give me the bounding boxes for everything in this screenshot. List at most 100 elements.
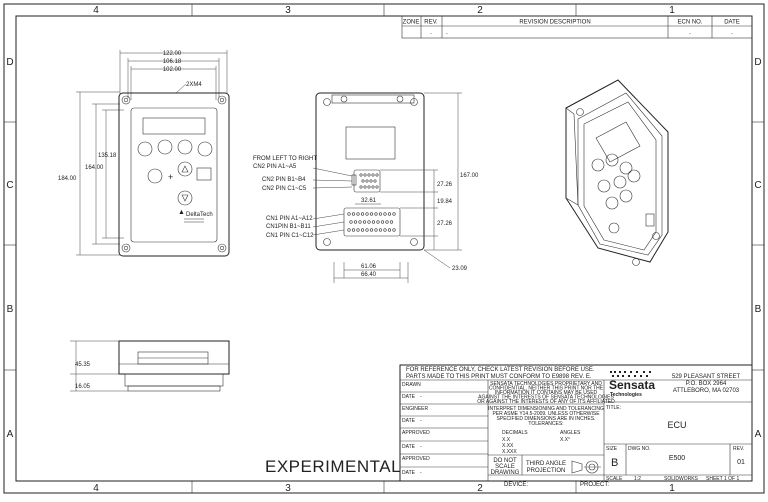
rev-cell-rev: - (430, 31, 432, 37)
decimals-label: DECIMALS (502, 430, 528, 436)
dim-width-106: 106.18 (163, 59, 182, 65)
back-label-cn1-c: CN1 PIN C1~C12 (266, 233, 314, 239)
rev-value: 01 (737, 459, 745, 466)
front-panel (130, 107, 218, 243)
zone-ticks (4, 4, 764, 493)
approved-2-label: APPROVED (402, 456, 430, 462)
rev-header-ecn: ECN NO. (677, 20, 702, 26)
delta-logo-icon: ▲ (178, 209, 185, 216)
company-sub: Technologies (610, 392, 642, 398)
tolerance-line-4: TOLERANCES: (528, 421, 563, 427)
zone-col-top-4: 1 (669, 5, 675, 16)
side-housing (118, 340, 230, 375)
iso-display (595, 121, 641, 163)
address-line-3: ATTLEBORO, MA 02703 (673, 388, 740, 394)
rev-header-zone: ZONE (403, 20, 420, 26)
dim-side-height: 45.35 (75, 362, 91, 368)
tolerance-line-1: INTERPRET DIMENSIONING AND TOLERANCING (488, 406, 604, 412)
zone-col-top-1: 4 (93, 5, 99, 16)
sheet-label: SHEET 1 OF 1 (706, 476, 739, 482)
front-button-3 (177, 139, 193, 155)
approved-1-date-label: DATE (402, 444, 416, 450)
zone-col-bottom-3: 2 (477, 483, 483, 494)
back-label-cn2-b: CN2 PIN B1~B4 (262, 177, 306, 183)
proprietary-line-3: INFORMATION IT CONTAINS MAY BE USED (495, 390, 598, 396)
project-label: PROJECT: (580, 482, 609, 488)
front-button-1 (137, 141, 153, 157)
company-name: Sensata (609, 378, 655, 392)
front-indicator (196, 167, 212, 181)
dim-cn1-offset: 27.26 (437, 221, 453, 227)
tolerance-line-2: PER ASME Y14.5-2009. UNLESS OTHERWISE (492, 411, 600, 417)
dim-cn2-width: 32.61 (361, 198, 377, 204)
notice-line-2: PARTS MADE TO THIS PRINT MUST CONFORM TO… (406, 374, 592, 380)
dim-height-135: 135.18 (98, 153, 117, 159)
front-view: 122.00 106.18 102.00 184.00 164.00 135.1… (58, 50, 230, 257)
zone-row-right-a: A (755, 429, 762, 440)
title-block: FOR REFERENCE ONLY, CHECK LATEST REVISIO… (399, 364, 753, 488)
dim-height-164: 164.00 (85, 165, 104, 171)
dwg-no-label: DWG NO. (628, 446, 651, 452)
dim-cn1-width: 61.06 (361, 264, 377, 270)
rev-cell-ecn: - (689, 31, 691, 37)
approved-1-label: APPROVED (402, 430, 430, 436)
notice-line-1: FOR REFERENCE ONLY, CHECK LATEST REVISIO… (406, 367, 595, 373)
proprietary-line-1: SENSATA TECHNOLOGIES PROPRIETARY AND (490, 381, 602, 387)
zone-row-right-d: D (754, 57, 761, 68)
dim-side-base: 16.05 (75, 384, 91, 390)
rev-cell-description: - (446, 31, 448, 37)
zone-col-bottom-2: 3 (285, 483, 291, 494)
title-label: TITLE: (606, 405, 621, 411)
proprietary-line-5: OR AGAINST THE INTERESTS OF ANY OF ITS A… (477, 399, 615, 405)
back-label-cn1-a: CN1 PIN A1~A12 (266, 216, 313, 222)
front-housing (118, 92, 230, 257)
do-not-scale-1: DO NOT (493, 458, 517, 464)
rev-label: REV. (733, 446, 744, 452)
zone-col-bottom-1: 4 (93, 483, 99, 494)
do-not-scale-2: SCALE (495, 464, 515, 470)
rev-header-rev: REV. (424, 20, 438, 26)
approved-2-date-value: - (420, 470, 422, 476)
drawing-title: ECU (667, 420, 686, 430)
decimals-2: X.XX (502, 443, 514, 449)
back-label-recess (345, 126, 396, 160)
rev-cell-date: - (731, 31, 733, 37)
projection-symbol-icon (571, 460, 601, 474)
approved-1-date-value: - (420, 444, 422, 450)
scale-label: SCALE (606, 476, 623, 482)
angles-label: ANGLES (560, 430, 581, 436)
isometric-view (565, 79, 669, 266)
address-line-2: P.O. BOX 2964 (686, 381, 727, 387)
callout-2xm4: 2XM4 (186, 82, 202, 88)
zone-row-left-d: D (6, 57, 13, 68)
zone-row-left-b: B (7, 304, 14, 315)
side-view: 45.35 16.05 (70, 340, 230, 392)
back-label-cn2-a: CN2 PIN A1~A5 (253, 164, 297, 170)
engineer-label: ENGINEER (402, 406, 429, 412)
dim-edge-offset: 23.09 (452, 266, 468, 272)
decimals-3: X.XXX (502, 449, 517, 455)
projection-1: THIRD ANGLE (526, 461, 566, 467)
dwg-no-value: E500 (669, 455, 685, 462)
inner-border (15, 15, 753, 482)
zone-col-top-2: 3 (285, 5, 291, 16)
size-label: SIZE (606, 446, 618, 452)
back-housing (315, 92, 425, 251)
zone-row-left-c: C (6, 180, 13, 191)
experimental-stamp: EXPERIMENTAL (265, 457, 401, 476)
revision-table: ZONE REV. REVISION DESCRIPTION ECN NO. D… (401, 15, 753, 39)
front-button-down (177, 190, 193, 206)
front-button-up (177, 161, 193, 177)
cn2-connector (353, 169, 381, 193)
front-brand: DeltaTech (186, 212, 213, 218)
front-display (142, 117, 206, 135)
rev-header-description: REVISION DESCRIPTION (519, 20, 590, 26)
approved-2-date-label: DATE (402, 470, 416, 476)
zone-row-right-b: B (755, 304, 762, 315)
proprietary-line-2: CONFIDENTIAL. NEITHER THIS PRINT NOR THE (489, 386, 604, 392)
dim-width-122: 122.00 (163, 51, 182, 57)
dim-cn2-pitch: 19.84 (437, 199, 453, 205)
dim-back-width: 66.40 (361, 272, 377, 278)
